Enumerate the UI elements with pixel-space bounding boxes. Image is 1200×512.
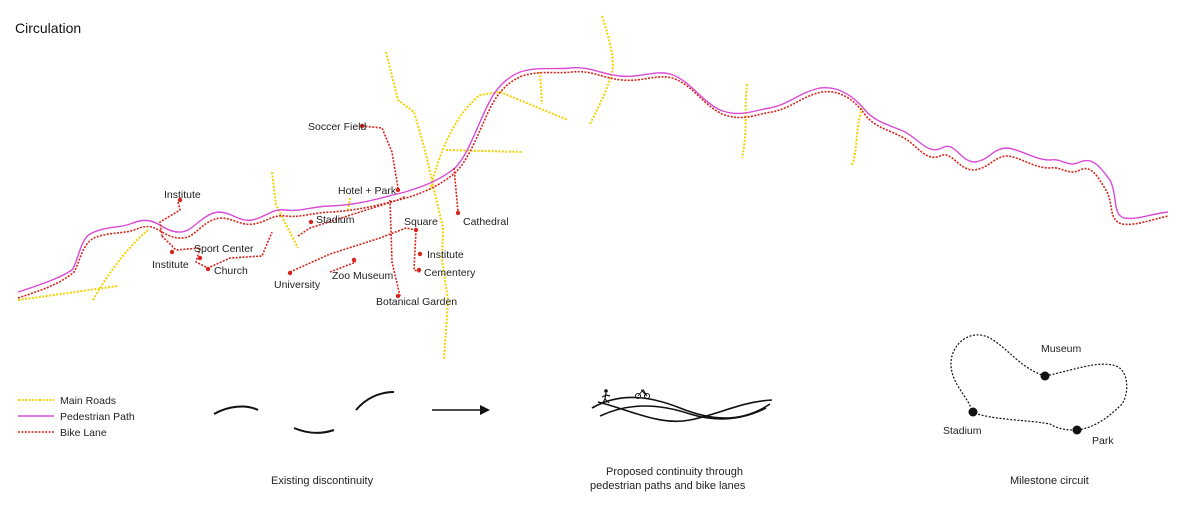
wave-line [597, 399, 773, 422]
label-sport-center: Sport Center [194, 243, 254, 255]
pedestrian-icon [601, 389, 611, 405]
diagram-title: Circulation [15, 20, 82, 36]
bike-lane [195, 231, 273, 269]
legend-label-bike-lane: Bike Lane [60, 427, 107, 439]
fragment [355, 391, 395, 411]
caption-existing: Existing discontinuity [271, 475, 374, 487]
bike-lane [361, 125, 399, 189]
bike-lane [159, 201, 181, 237]
existing-discontinuity [213, 391, 395, 434]
label-circuit-stadium: Stadium [943, 425, 982, 437]
label-zoo-museum: Zoo Museum [332, 270, 394, 282]
milestone-point-park [1072, 425, 1082, 435]
place-point [308, 219, 314, 225]
label-institute-right: Institute [427, 249, 464, 261]
bike-lane [389, 199, 401, 297]
fragment [293, 427, 335, 434]
main-road [385, 51, 450, 361]
milestone-point-stadium [968, 407, 978, 417]
bike-lane [453, 167, 459, 213]
arrow-right-icon [432, 405, 490, 415]
legend-label-pedestrian-path: Pedestrian Path [60, 411, 135, 423]
main-roads [17, 15, 863, 361]
caption-proposed-line2: pedestrian paths and bike lanes [590, 480, 746, 492]
place-point [169, 249, 175, 255]
main-road [445, 149, 523, 153]
bike-lanes [17, 70, 1169, 299]
place-point [455, 210, 461, 216]
label-institute-top: Institute [164, 189, 201, 201]
place-point [197, 255, 203, 261]
main-road [271, 171, 299, 249]
label-church: Church [214, 265, 248, 277]
label-institute-left: Institute [152, 259, 189, 271]
milestone-loop [950, 334, 1128, 431]
places: Soccer Field Hotel + Park Institute Stad… [152, 121, 509, 308]
bike-lane-main [17, 70, 1169, 299]
bike-lane [161, 235, 201, 251]
place-point [359, 123, 365, 129]
bike-lane [329, 261, 357, 273]
bike-lane [413, 229, 421, 273]
main-road [589, 15, 614, 125]
place-point [205, 266, 211, 272]
milestone-point-museum [1040, 371, 1050, 381]
place-point [417, 251, 423, 257]
main-road [429, 90, 569, 191]
main-road [92, 229, 149, 301]
label-square: Square [404, 216, 438, 228]
bike-lane [297, 195, 407, 237]
main-road [851, 107, 863, 166]
bicycle-icon [634, 389, 651, 400]
pedestrian-path [17, 66, 1169, 293]
place-point [416, 267, 422, 273]
legend-label-main-roads: Main Roads [60, 395, 116, 407]
fragment [213, 405, 259, 415]
place-point [395, 293, 401, 299]
proposed-continuity [591, 396, 773, 422]
label-hotel-park: Hotel + Park [338, 185, 397, 197]
main-road [741, 83, 748, 159]
label-circuit-museum: Museum [1041, 343, 1082, 355]
place-point [351, 257, 357, 263]
label-stadium: Stadium [316, 214, 355, 226]
label-soccer-field: Soccer Field [308, 121, 367, 133]
caption-proposed-line1: Proposed continuity through [606, 466, 743, 478]
caption-milestone: Milestone circuit [1010, 475, 1089, 487]
bike-lane [289, 227, 417, 273]
label-circuit-park: Park [1092, 435, 1114, 447]
label-botanical-garden: Botanical Garden [376, 296, 457, 308]
label-cathedral: Cathedral [463, 216, 509, 228]
label-university: University [274, 279, 321, 291]
label-cementery: Cementery [424, 267, 476, 279]
wave-line [599, 405, 767, 420]
main-road [17, 285, 119, 301]
legend: Main Roads Pedestrian Path Bike Lane [18, 395, 135, 439]
place-point [177, 197, 183, 203]
place-point [413, 227, 419, 233]
place-point [287, 270, 293, 276]
main-road [539, 71, 543, 105]
place-point [395, 187, 401, 193]
